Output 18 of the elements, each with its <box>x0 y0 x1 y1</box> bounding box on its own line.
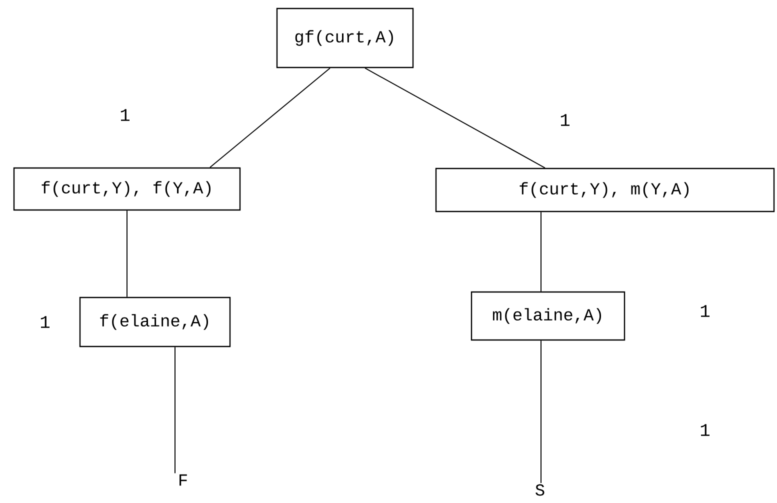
weight-label: 1 <box>700 424 710 436</box>
tree-branch <box>210 68 330 168</box>
tree-branch <box>364 68 546 168</box>
weight-label: 1 <box>700 305 710 317</box>
term-box: f(curt,Y), f(Y,A) <box>13 167 241 211</box>
tree-branch <box>540 340 542 484</box>
tree-branch <box>126 210 128 298</box>
result-label: F <box>180 474 187 486</box>
term-box: f(curt,Y), m(Y,A) <box>435 168 775 212</box>
term-box: gf(curt,A) <box>276 8 414 68</box>
tree-branch <box>174 346 176 474</box>
term-box: m(elaine,A) <box>470 291 626 341</box>
tree-branch <box>540 212 542 292</box>
weight-label: 1 <box>120 109 130 121</box>
result-label: S <box>536 484 544 496</box>
weight-label: 1 <box>40 316 50 328</box>
weight-label: 1 <box>560 114 570 126</box>
term-box: f(elaine,A) <box>79 296 231 348</box>
